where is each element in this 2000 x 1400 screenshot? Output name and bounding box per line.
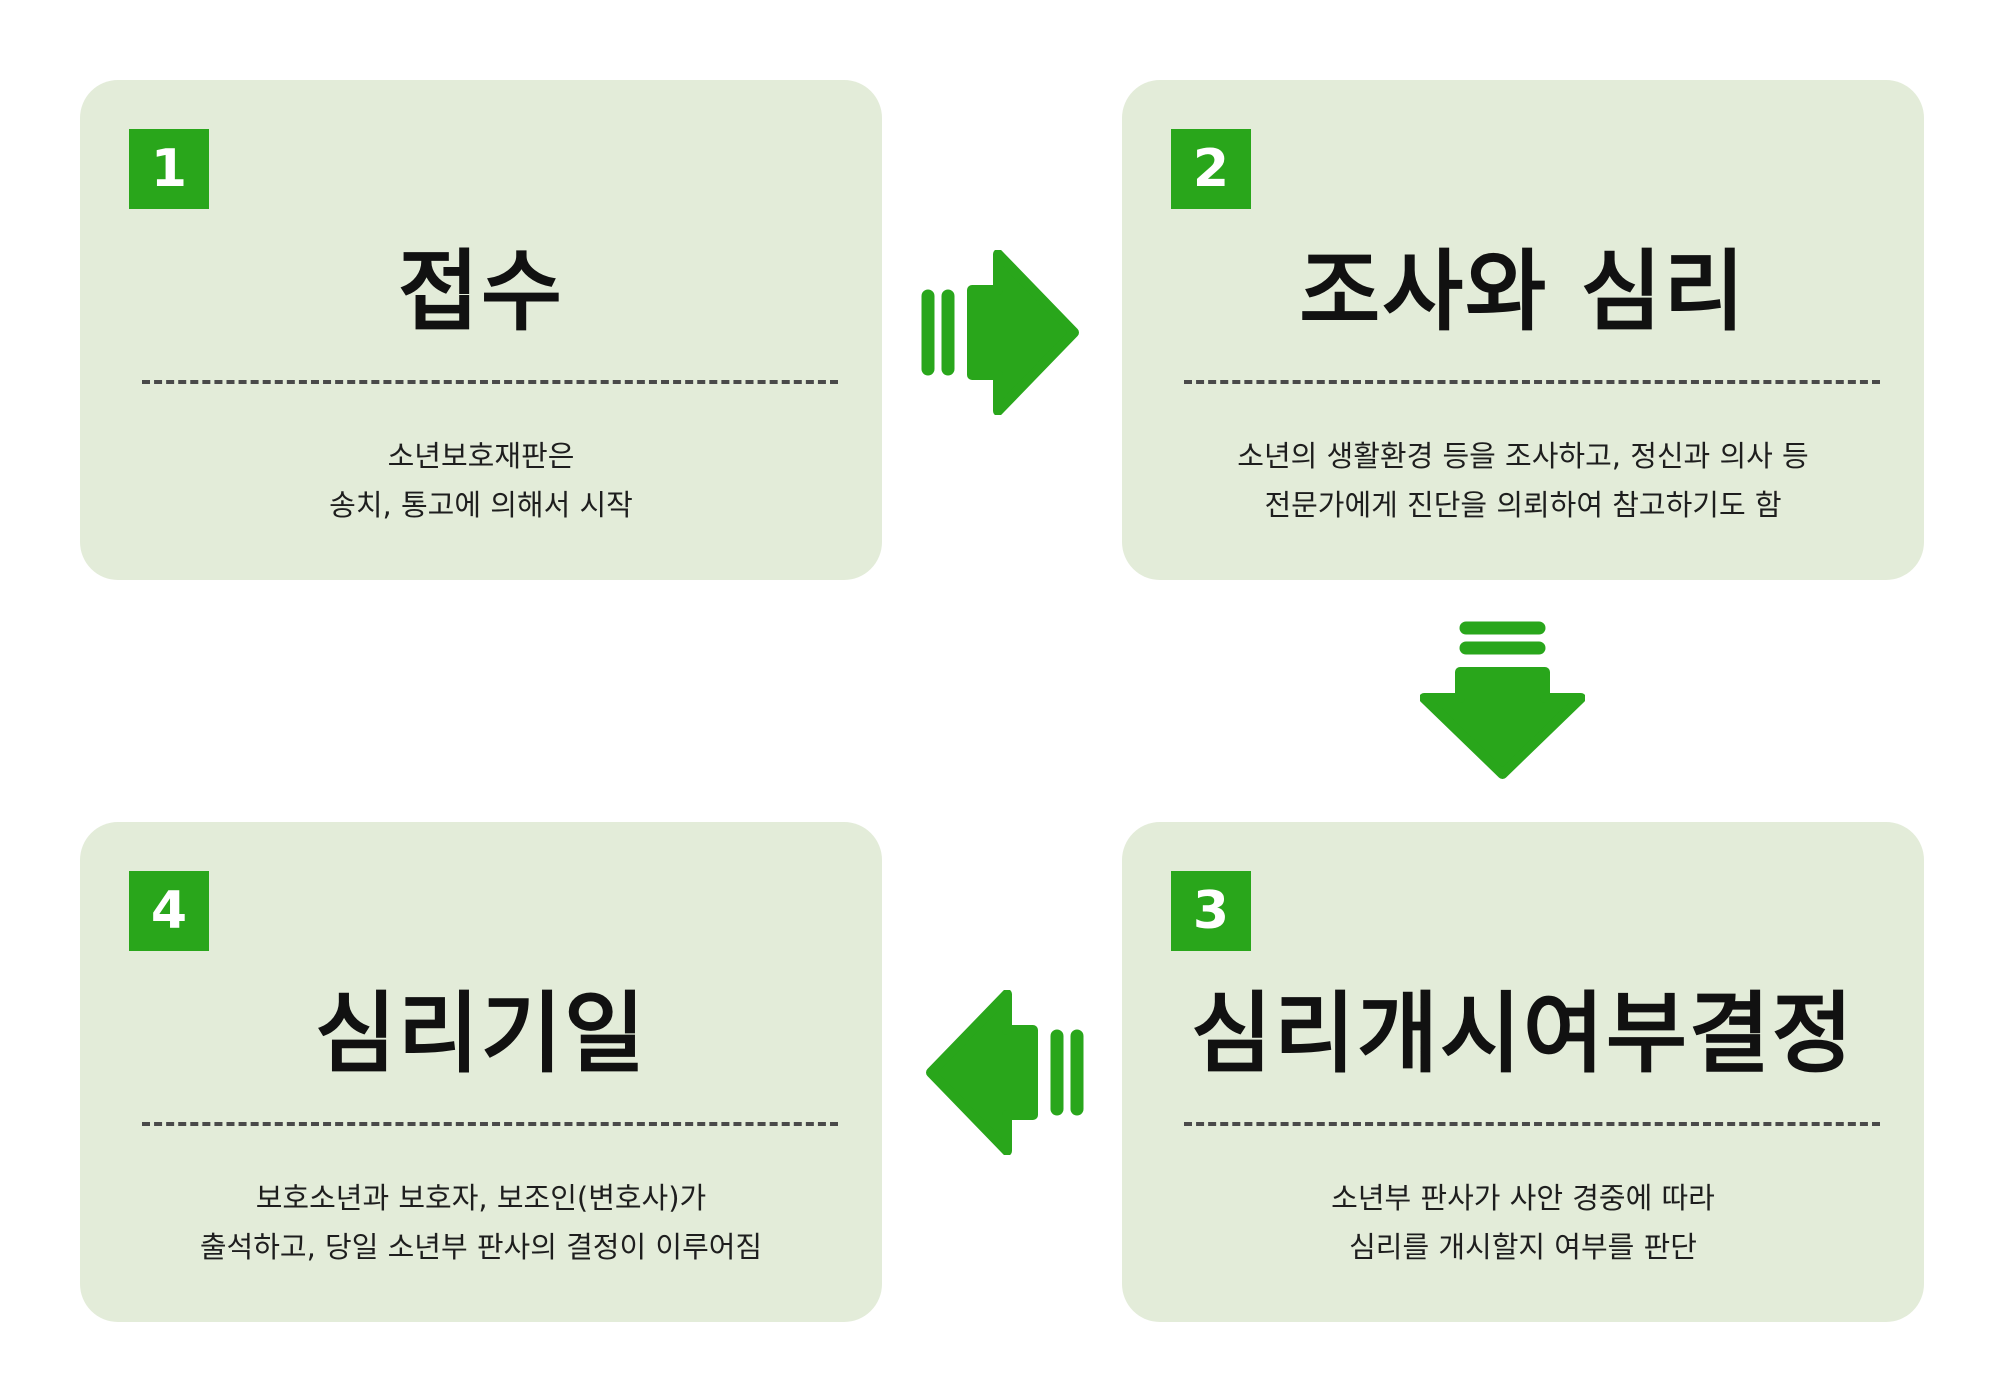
step-card-1: 1 접수 소년보호재판은 송치, 통고에 의해서 시작 xyxy=(80,80,882,580)
step-card-4: 4 심리기일 보호소년과 보호자, 보조인(변호사)가 출석하고, 당일 소년부… xyxy=(80,822,882,1322)
arrow-right-icon xyxy=(921,250,1079,415)
step-title: 조사와 심리 xyxy=(1299,240,1747,343)
step-number-badge: 2 xyxy=(1171,129,1251,209)
step-description-line: 전문가에게 진단을 의뢰하여 참고하기도 함 xyxy=(1264,488,1782,522)
step-description: 소년의 생활환경 등을 조사하고, 정신과 의사 등 전문가에게 진단을 의뢰하… xyxy=(1142,432,1904,530)
arrow-down-icon xyxy=(1420,621,1585,779)
dashed-divider xyxy=(1184,380,1880,384)
dashed-divider xyxy=(142,1122,838,1126)
step-description-line: 송치, 통고에 의해서 시작 xyxy=(329,488,633,522)
step-title: 심리기일 xyxy=(315,982,647,1085)
step-description-line: 출석하고, 당일 소년부 판사의 결정이 이루어짐 xyxy=(199,1230,763,1264)
step-description-line: 심리를 개시할지 여부를 판단 xyxy=(1349,1230,1697,1264)
step-number-badge: 1 xyxy=(129,129,209,209)
step-number-badge: 4 xyxy=(129,871,209,951)
dashed-divider xyxy=(142,380,838,384)
step-card-2: 2 조사와 심리 소년의 생활환경 등을 조사하고, 정신과 의사 등 전문가에… xyxy=(1122,80,1924,580)
step-description-line: 소년의 생활환경 등을 조사하고, 정신과 의사 등 xyxy=(1237,439,1809,473)
step-title: 심리개시여부결정 xyxy=(1191,982,1855,1085)
step-card-3: 3 심리개시여부결정 소년부 판사가 사안 경중에 따라 심리를 개시할지 여부… xyxy=(1122,822,1924,1322)
step-description: 보호소년과 보호자, 보조인(변호사)가 출석하고, 당일 소년부 판사의 결정… xyxy=(100,1174,862,1272)
step-number-badge: 3 xyxy=(1171,871,1251,951)
step-description: 소년부 판사가 사안 경중에 따라 심리를 개시할지 여부를 판단 xyxy=(1142,1174,1904,1272)
step-description-line: 소년부 판사가 사안 경중에 따라 xyxy=(1331,1181,1715,1215)
step-description: 소년보호재판은 송치, 통고에 의해서 시작 xyxy=(100,432,862,530)
step-description-line: 보호소년과 보호자, 보조인(변호사)가 xyxy=(255,1181,707,1215)
arrow-left-icon xyxy=(926,990,1084,1155)
step-title: 접수 xyxy=(398,240,564,343)
dashed-divider xyxy=(1184,1122,1880,1126)
step-description-line: 소년보호재판은 xyxy=(387,439,575,473)
